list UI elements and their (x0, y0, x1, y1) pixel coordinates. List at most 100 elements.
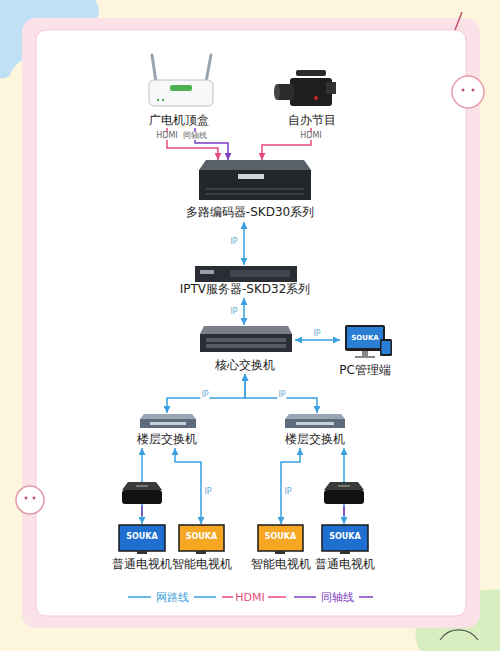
encoder-vent (206, 193, 304, 195)
switch-top (285, 414, 345, 419)
switch-top (200, 326, 292, 334)
connector (243, 298, 245, 325)
connector (295, 339, 340, 341)
legend-line (222, 596, 233, 598)
tv-stand (275, 551, 285, 554)
stb-illustration (122, 482, 162, 516)
device-label: IPTV服务器-SKD32系列 (145, 283, 345, 295)
led (157, 99, 159, 101)
edge-label: HDMI (155, 132, 178, 140)
edge-label: IP (277, 391, 286, 399)
brand-text: SOUKA (234, 533, 327, 541)
record-dot (314, 96, 318, 100)
encoder-illustration (199, 160, 311, 200)
led (162, 99, 164, 101)
stb-top (122, 482, 162, 490)
stb-badge (338, 485, 350, 487)
hdmi-link (141, 506, 143, 516)
edge-label: HDMI (299, 132, 322, 140)
frame-band (22, 18, 480, 628)
doodle-stroke (455, 12, 462, 30)
edge-label: IP (229, 308, 238, 316)
doodle-face (16, 486, 44, 514)
stb-front (324, 490, 364, 504)
inner-card (36, 30, 466, 616)
tv-stand (137, 551, 147, 554)
switch-front (285, 419, 345, 428)
camera-screen (326, 82, 336, 94)
device-node: SOUKA普通电视机 (115, 524, 169, 572)
doodle-eye (25, 497, 28, 500)
edge-label: IP (283, 488, 292, 496)
legend-text: 网路线 (156, 592, 189, 603)
monitor-base (355, 356, 375, 358)
device-label: 多路编码器-SKD30系列 (150, 206, 350, 218)
brand-text: SOUKA (95, 533, 189, 541)
switch-ports (206, 338, 286, 342)
device-node: IPTV服务器-SKD32系列 (165, 265, 325, 298)
camera-body (290, 78, 332, 106)
doodle-stroke (440, 630, 478, 640)
device-node: 多路编码器-SKD30系列 (170, 160, 330, 222)
switch-front (140, 419, 196, 428)
antenna (206, 55, 211, 82)
encoder-top (199, 160, 311, 170)
device-label: 楼层交换机 (112, 433, 222, 445)
server-badge (200, 270, 214, 274)
switch-illustration (200, 326, 292, 352)
switch-top (140, 414, 196, 419)
brand-text: SOUKA (155, 533, 248, 541)
device-node: 核心交换机 (195, 325, 295, 374)
router-badge (170, 85, 192, 91)
tv-stand (340, 551, 350, 554)
switch-ports (206, 344, 286, 348)
connector (281, 448, 300, 524)
connector (175, 448, 201, 524)
monitor-stand (362, 351, 368, 356)
doodle-eye (472, 89, 475, 92)
device-node: SOUKA智能电视机 (175, 524, 228, 572)
edge-label: 同轴线 (182, 132, 208, 140)
legend-line (268, 596, 286, 598)
encoder-badge (238, 174, 264, 179)
edge-label: IP (203, 488, 212, 496)
device-label: 核心交换机 (175, 359, 315, 371)
antenna (152, 55, 156, 82)
doodle-eye (462, 89, 465, 92)
router-illustration (149, 55, 213, 106)
device-label: 普通电视机 (298, 558, 392, 570)
server-illustration (195, 266, 297, 282)
device-label: 智能电视机 (155, 558, 248, 570)
legend-line (294, 596, 316, 598)
server-body (195, 266, 297, 282)
hdmi-link (343, 506, 345, 516)
doodle-face (452, 76, 484, 108)
device-label: 自办节目 (252, 114, 372, 126)
encoder-front (199, 170, 311, 200)
tablet (380, 339, 392, 356)
device-label: 楼层交换机 (260, 433, 370, 445)
brand-text: SOUKA (298, 533, 392, 541)
device-label: 智能电视机 (234, 558, 327, 570)
edge-label: IP (200, 391, 209, 399)
doodle-eye (33, 497, 36, 500)
encoder-vent (206, 188, 304, 190)
brand-text: SOUKA (320, 335, 410, 342)
device-label: 广电机顶盒 (120, 114, 238, 126)
tablet-screen (382, 341, 391, 354)
legend-line (194, 596, 216, 598)
legend-text: HDMI (235, 592, 264, 603)
switch-front (200, 334, 292, 352)
device-node: SOUKA普通电视机 (318, 524, 372, 572)
camera-illustration (274, 70, 336, 106)
device-node: 自办节目 (272, 65, 352, 128)
connector (245, 374, 317, 413)
stb-badge (136, 485, 148, 487)
